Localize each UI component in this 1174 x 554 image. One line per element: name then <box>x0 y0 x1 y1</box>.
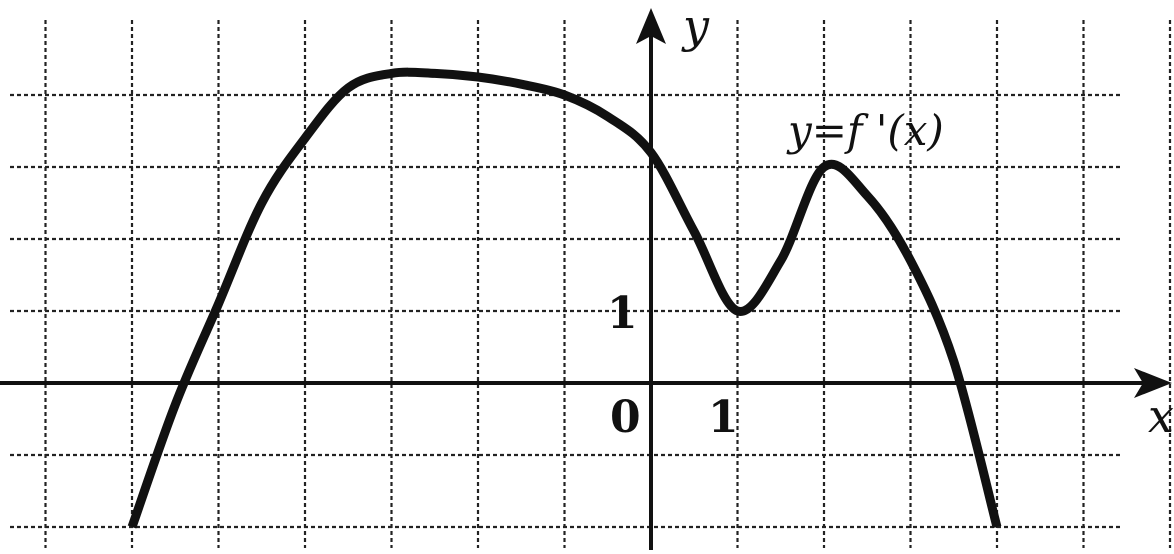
x-unit-label: 1 <box>708 392 739 443</box>
y-axis-label: y <box>681 0 710 53</box>
grid <box>10 20 1172 548</box>
x-axis-arrow-icon <box>1134 368 1172 398</box>
y-unit-label: 1 <box>607 288 638 339</box>
series-layer <box>127 67 1002 529</box>
x-axis-label: x <box>1148 389 1174 443</box>
curve-label: y=f '(x) <box>786 106 944 155</box>
y-axis-arrow-icon <box>636 8 666 44</box>
labels: x y 0 1 1 y=f '(x) <box>607 0 1174 443</box>
origin-label: 0 <box>610 392 641 443</box>
series-line <box>127 67 1002 529</box>
